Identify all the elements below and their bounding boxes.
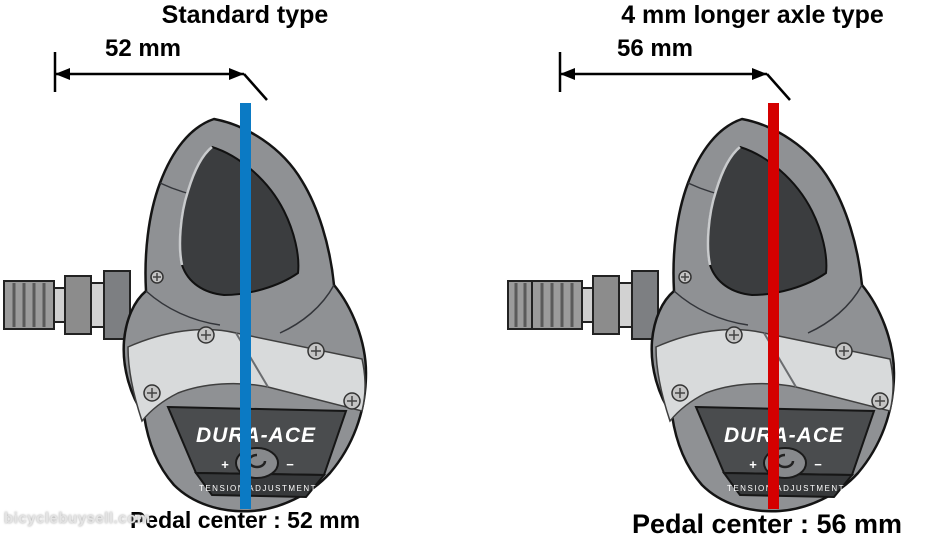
dimension-label-standard: 52 mm — [104, 35, 182, 62]
pedal-center-caption-standard: Pedal center : 52 mm — [129, 507, 361, 533]
pedal-center-caption-longer: Pedal center : 56 mm — [631, 509, 903, 539]
standard-type-title: Standard type — [161, 1, 329, 29]
pedal-illustration-longer-axle — [507, 103, 896, 513]
pedal-illustration-standard — [2, 103, 368, 513]
dimension-label-longer: 56 mm — [616, 35, 694, 62]
watermark: bicyclebuysell.com — [4, 510, 151, 527]
longer-axle-type-title: 4 mm longer axle type — [621, 1, 884, 29]
pedal-center-line-longer — [768, 103, 779, 509]
pedal-center-line-standard — [240, 103, 251, 509]
